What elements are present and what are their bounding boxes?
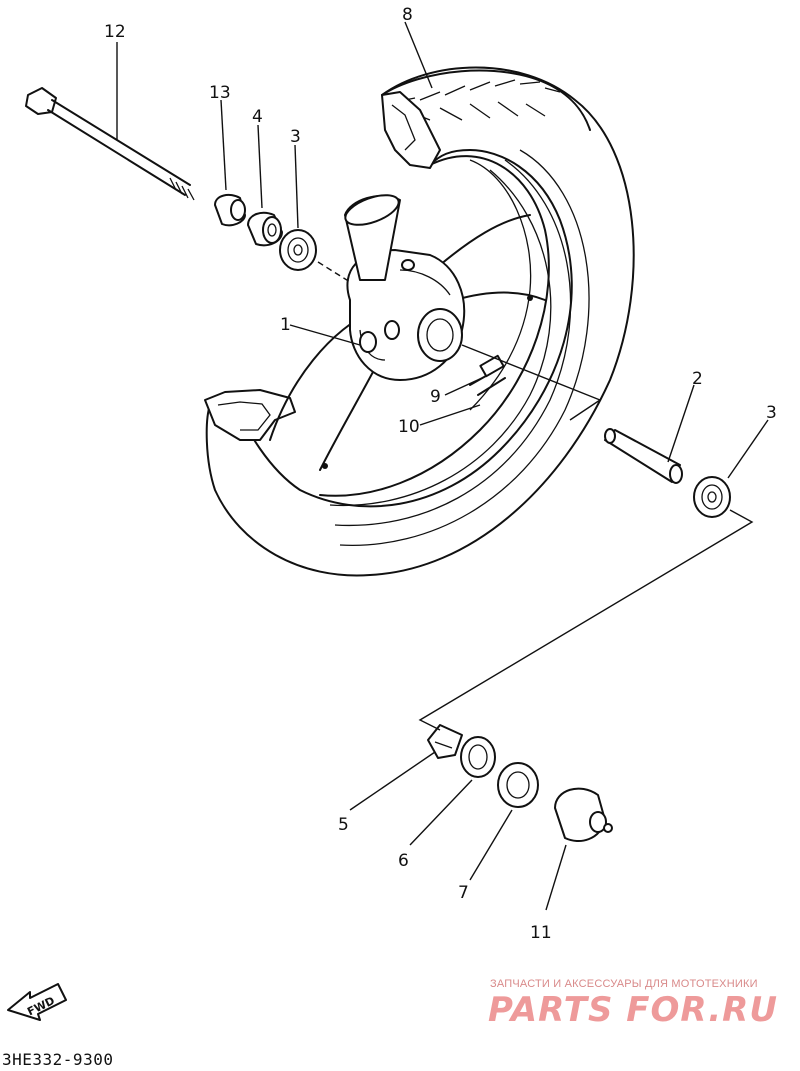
label-3-right: 3 [766, 403, 777, 423]
meter-clutch-5 [427, 724, 463, 759]
part-labels: 12 13 4 3 8 1 9 10 2 3 5 6 7 11 [104, 5, 777, 943]
watermark-tagline: ЗАПЧАСТИ И АКСЕССУАРЫ ДЛЯ МОТОТЕХНИКИ [490, 978, 758, 990]
label-3-left: 3 [290, 127, 301, 147]
wheel-assembly [204, 66, 635, 577]
label-4: 4 [252, 107, 263, 127]
gear-unit-11 [554, 787, 613, 842]
label-8: 8 [402, 5, 413, 25]
axle [25, 87, 195, 201]
label-2: 2 [692, 369, 703, 389]
oil-seal-4 [247, 211, 283, 247]
leader-lines [116, 21, 769, 911]
label-6: 6 [398, 851, 409, 871]
label-13: 13 [209, 83, 231, 103]
label-1: 1 [280, 315, 291, 335]
bearing-3-left [279, 229, 317, 271]
label-7: 7 [458, 883, 469, 903]
watermark-brand: PARTS FOR.RU [488, 990, 778, 1030]
oil-seal-6 [460, 736, 496, 778]
label-12: 12 [104, 22, 126, 42]
collar-2 [604, 428, 683, 484]
hub [344, 194, 466, 381]
bearing-3-right [693, 476, 731, 518]
label-10: 10 [398, 417, 420, 437]
collar-13 [214, 193, 246, 227]
label-11: 11 [530, 923, 552, 943]
label-9: 9 [430, 387, 441, 407]
fwd-direction-arrow: FWD [7, 983, 67, 1021]
bearing-7 [497, 762, 539, 808]
label-5: 5 [338, 815, 349, 835]
document-code: 3HE332-9300 [2, 1050, 114, 1069]
